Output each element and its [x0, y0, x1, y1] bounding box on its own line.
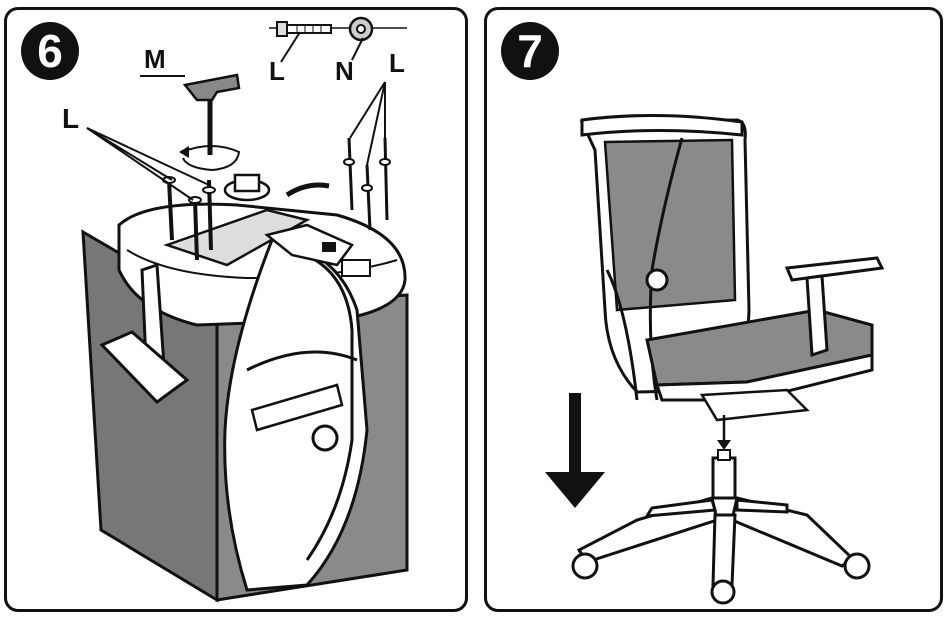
press-down-arrow-shaft [569, 393, 581, 478]
washer-part-n [348, 16, 374, 61]
back-bracket [264, 223, 354, 267]
label-m: M [144, 44, 166, 74]
bracket-slot-2 [341, 259, 371, 277]
step-7-badge: 7 [501, 22, 559, 80]
leader-r-1 [349, 81, 386, 139]
caster-left [571, 552, 599, 580]
leader-r-2 [366, 81, 386, 166]
press-down-arrowhead [545, 472, 605, 508]
socket-cap [233, 173, 261, 193]
label-n: N [335, 56, 354, 86]
step-6-panel: 6 [4, 7, 468, 612]
bolt-part-l [269, 21, 407, 63]
leader-l-2 [86, 127, 210, 186]
armrest-pad [99, 330, 190, 404]
bolts-left-group [162, 176, 216, 261]
armrest-post [805, 274, 829, 358]
gas-lift-tip [717, 449, 731, 461]
adjustment-lever [285, 182, 330, 198]
seat-rim [654, 353, 874, 402]
caster-right [843, 552, 871, 580]
insert-arrowhead [717, 440, 731, 450]
caster-front [710, 579, 736, 605]
gas-lift-cylinder [711, 456, 737, 500]
armrest-pad [784, 256, 885, 282]
bracket-slot-1 [322, 242, 336, 252]
back-frame-left [605, 269, 639, 401]
hex-key-tool [182, 73, 241, 155]
backrest-top-bar [580, 113, 744, 137]
bolts-right-group [343, 137, 391, 231]
lumbar-bar [246, 350, 358, 372]
label-l-bolt: L [269, 56, 285, 86]
step-7-illustration [545, 113, 885, 605]
backrest-inner [291, 248, 354, 561]
label-l-right: L [389, 48, 405, 78]
step-7-panel: 7 [484, 7, 943, 612]
rotation-arrow [181, 145, 241, 172]
pivot-knob [311, 424, 339, 452]
back-pivot-knob [645, 268, 669, 292]
seat-mechanism [699, 388, 810, 422]
rotation-arrowhead [179, 146, 189, 158]
five-star-base [576, 496, 855, 587]
mechanism-plate [163, 208, 311, 267]
backrest-mesh [603, 138, 737, 312]
step-6-illustration: M L N L L [62, 16, 409, 603]
lumbar-handle [250, 383, 344, 432]
leader-l-3 [86, 127, 194, 201]
step-6-badge: 6 [21, 22, 79, 80]
label-l-left: L [62, 103, 79, 134]
